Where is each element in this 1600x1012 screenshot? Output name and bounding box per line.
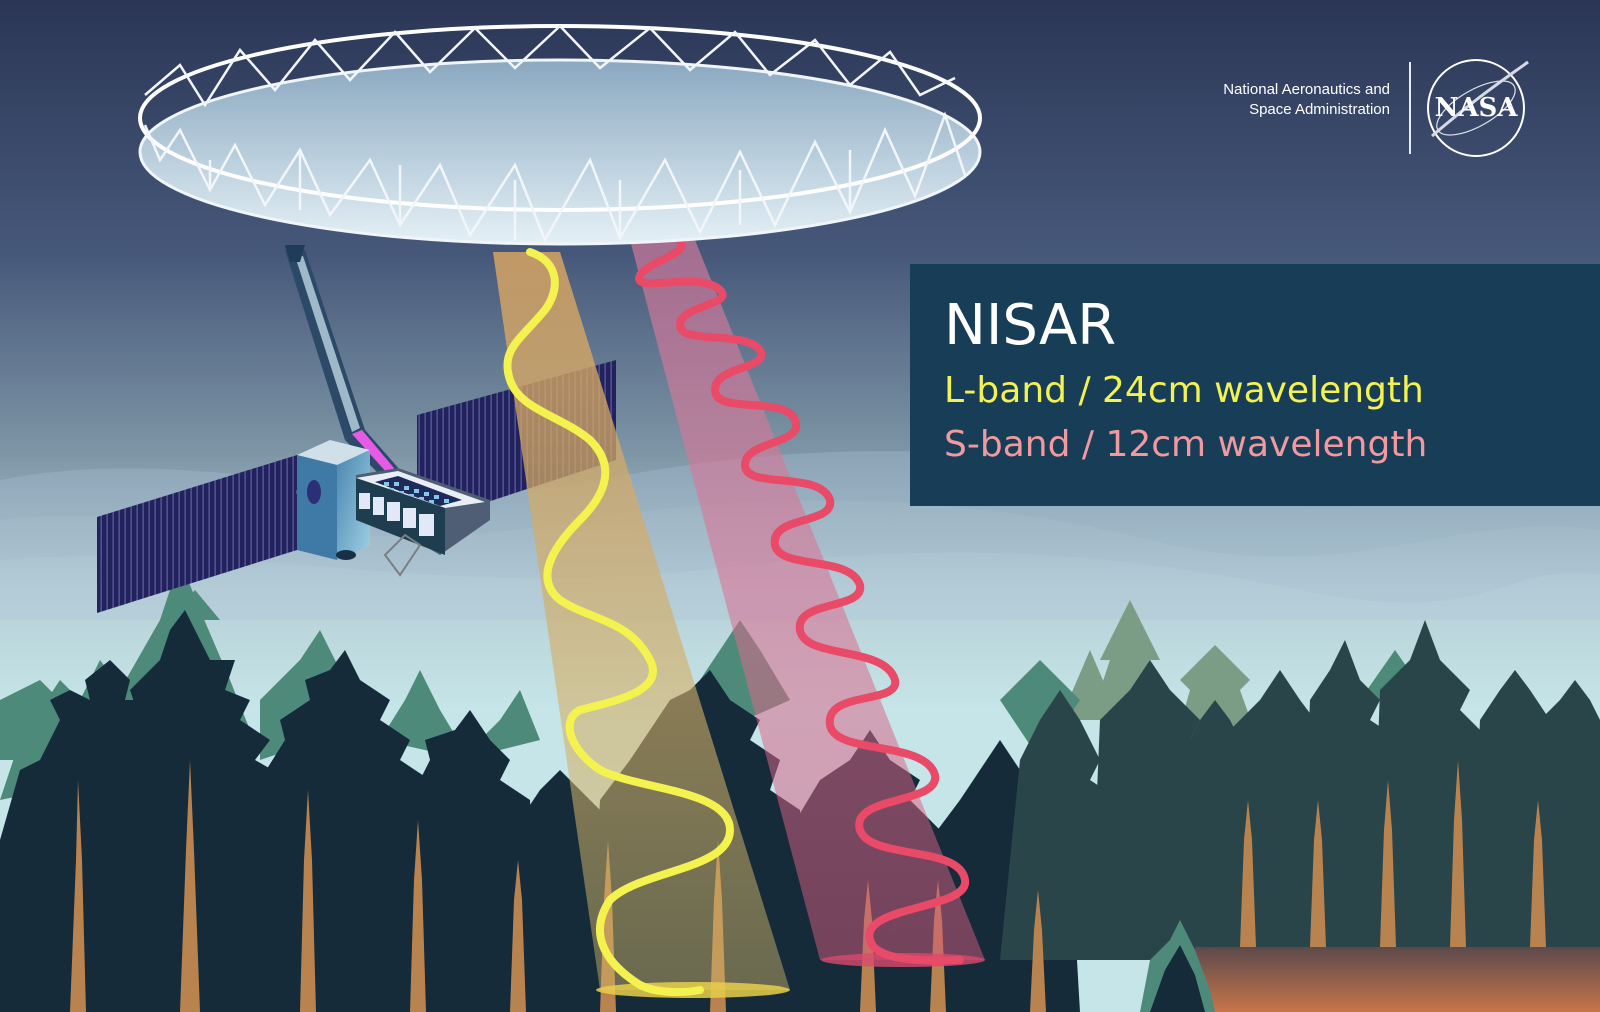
svg-text:NASA: NASA bbox=[1435, 93, 1519, 123]
s-band-label: S-band / 12cm wavelength bbox=[944, 424, 1428, 465]
s-band-beam bbox=[630, 236, 985, 967]
forest-right bbox=[1000, 620, 1600, 960]
satellite-bus bbox=[297, 440, 490, 577]
l-band-wave bbox=[503, 248, 735, 996]
agency-name-line2: Space Administration bbox=[1249, 101, 1390, 118]
agency-name-line1: National Aeronautics and bbox=[1223, 81, 1390, 98]
mission-title: NISAR bbox=[944, 293, 1117, 358]
ground bbox=[1195, 947, 1600, 1012]
nasa-meatball-icon: NASA bbox=[1427, 59, 1529, 157]
reflector-antenna bbox=[138, 24, 982, 262]
s-band-wave bbox=[635, 236, 969, 965]
l-band-label: L-band / 24cm wavelength bbox=[944, 370, 1424, 411]
header-divider bbox=[1409, 62, 1411, 154]
l-band-beam bbox=[493, 248, 790, 998]
mission-info-panel: NISAR L-band / 24cm wavelength S-band / … bbox=[910, 264, 1600, 506]
tree-trunks bbox=[70, 760, 1546, 1012]
boom-arm bbox=[285, 250, 400, 480]
agency-name: National Aeronautics and Space Administr… bbox=[1150, 80, 1390, 120]
